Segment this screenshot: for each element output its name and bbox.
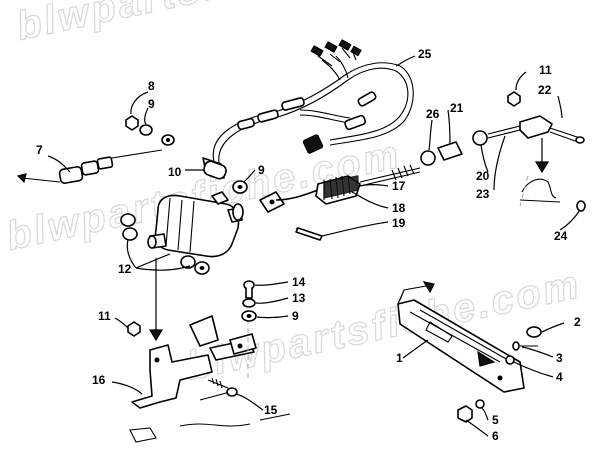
callout-labels: 7 8 9 10 9 25 26 21 11 22 20 23 17 18 19… xyxy=(36,47,581,443)
callout-5: 5 xyxy=(492,413,499,427)
callout-8: 8 xyxy=(148,79,155,93)
callout-9-mid: 9 xyxy=(258,163,265,177)
callout-20: 20 xyxy=(476,169,490,183)
upper-left-hardware xyxy=(125,115,175,146)
callout-16: 16 xyxy=(92,373,106,387)
callout-26: 26 xyxy=(426,107,440,121)
callout-18: 18 xyxy=(392,201,406,215)
watermark: blwpartsfiche.com blwpartsfiche.com blwp… xyxy=(2,0,586,389)
callout-23: 23 xyxy=(476,187,490,201)
callout-12: 12 xyxy=(118,262,132,276)
actuator xyxy=(147,191,244,258)
callout-2: 2 xyxy=(574,315,581,329)
callout-21: 21 xyxy=(450,101,464,115)
callout-7: 7 xyxy=(36,143,43,157)
callout-3: 3 xyxy=(556,351,563,365)
wiring-harness xyxy=(212,39,414,169)
callout-9-lower: 9 xyxy=(292,309,299,323)
callout-9-top: 9 xyxy=(148,97,155,111)
callout-4: 4 xyxy=(556,370,563,384)
watermark-text-bottom: blwpartsfiche.com xyxy=(183,262,586,389)
callout-6: 6 xyxy=(492,429,499,443)
leader-lines xyxy=(47,55,581,437)
washers-12 xyxy=(120,213,210,275)
callout-10: 10 xyxy=(168,165,182,179)
sleeve-10 xyxy=(202,157,227,180)
watermark-text-top: blwpartsfiche.com xyxy=(13,0,416,49)
callout-14: 14 xyxy=(292,275,306,289)
callout-11-top: 11 xyxy=(539,63,552,77)
guard-hardware xyxy=(457,326,542,423)
throttle-cable xyxy=(16,149,163,184)
guard-panel xyxy=(397,281,525,393)
callout-24: 24 xyxy=(554,229,568,243)
screw-stack xyxy=(241,280,257,322)
callout-15: 15 xyxy=(264,403,278,417)
link-rod-assembly xyxy=(259,164,421,241)
callout-19: 19 xyxy=(392,216,406,230)
screw-15 xyxy=(207,377,238,397)
callout-11-lower: 11 xyxy=(98,309,111,323)
callout-13: 13 xyxy=(292,291,306,305)
callout-22: 22 xyxy=(538,83,552,97)
callout-1: 1 xyxy=(396,351,403,365)
nut-11-lower xyxy=(127,321,141,337)
mount-bracket xyxy=(129,258,291,443)
callout-17: 17 xyxy=(392,179,406,193)
right-hardware xyxy=(420,91,586,212)
callout-25: 25 xyxy=(418,47,432,61)
